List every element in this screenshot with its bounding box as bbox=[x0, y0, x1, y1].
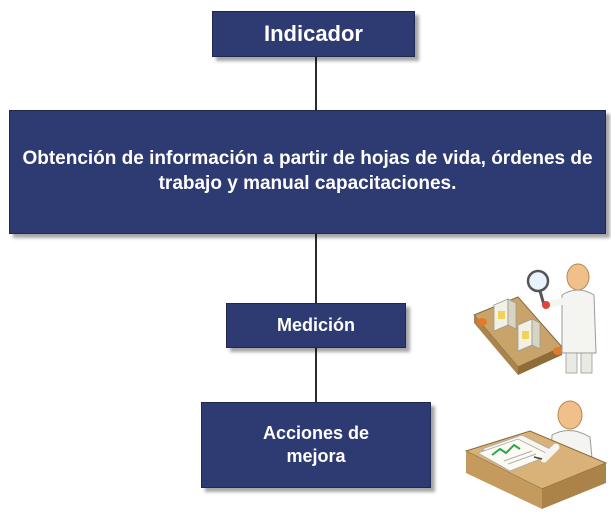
node-acciones: Acciones de mejora bbox=[201, 402, 431, 488]
person-at-desk-clipart bbox=[464, 400, 608, 509]
inspector-conveyor-clipart bbox=[473, 263, 597, 375]
node-acciones-label: Acciones de mejora bbox=[262, 422, 370, 466]
node-obtencion-label: Obtención de información a partir de hoj… bbox=[22, 148, 593, 194]
node-obtencion: Obtención de información a partir de hoj… bbox=[9, 110, 606, 234]
connector-obtencion-medicion bbox=[315, 234, 317, 303]
node-medicion-label: Medición bbox=[276, 314, 355, 335]
node-indicador: Indicador bbox=[212, 11, 415, 57]
node-indicador-label: Indicador bbox=[263, 20, 363, 46]
node-medicion: Medición bbox=[226, 303, 406, 348]
connector-indicador-obtencion bbox=[315, 57, 317, 110]
connector-medicion-acciones bbox=[315, 348, 317, 402]
